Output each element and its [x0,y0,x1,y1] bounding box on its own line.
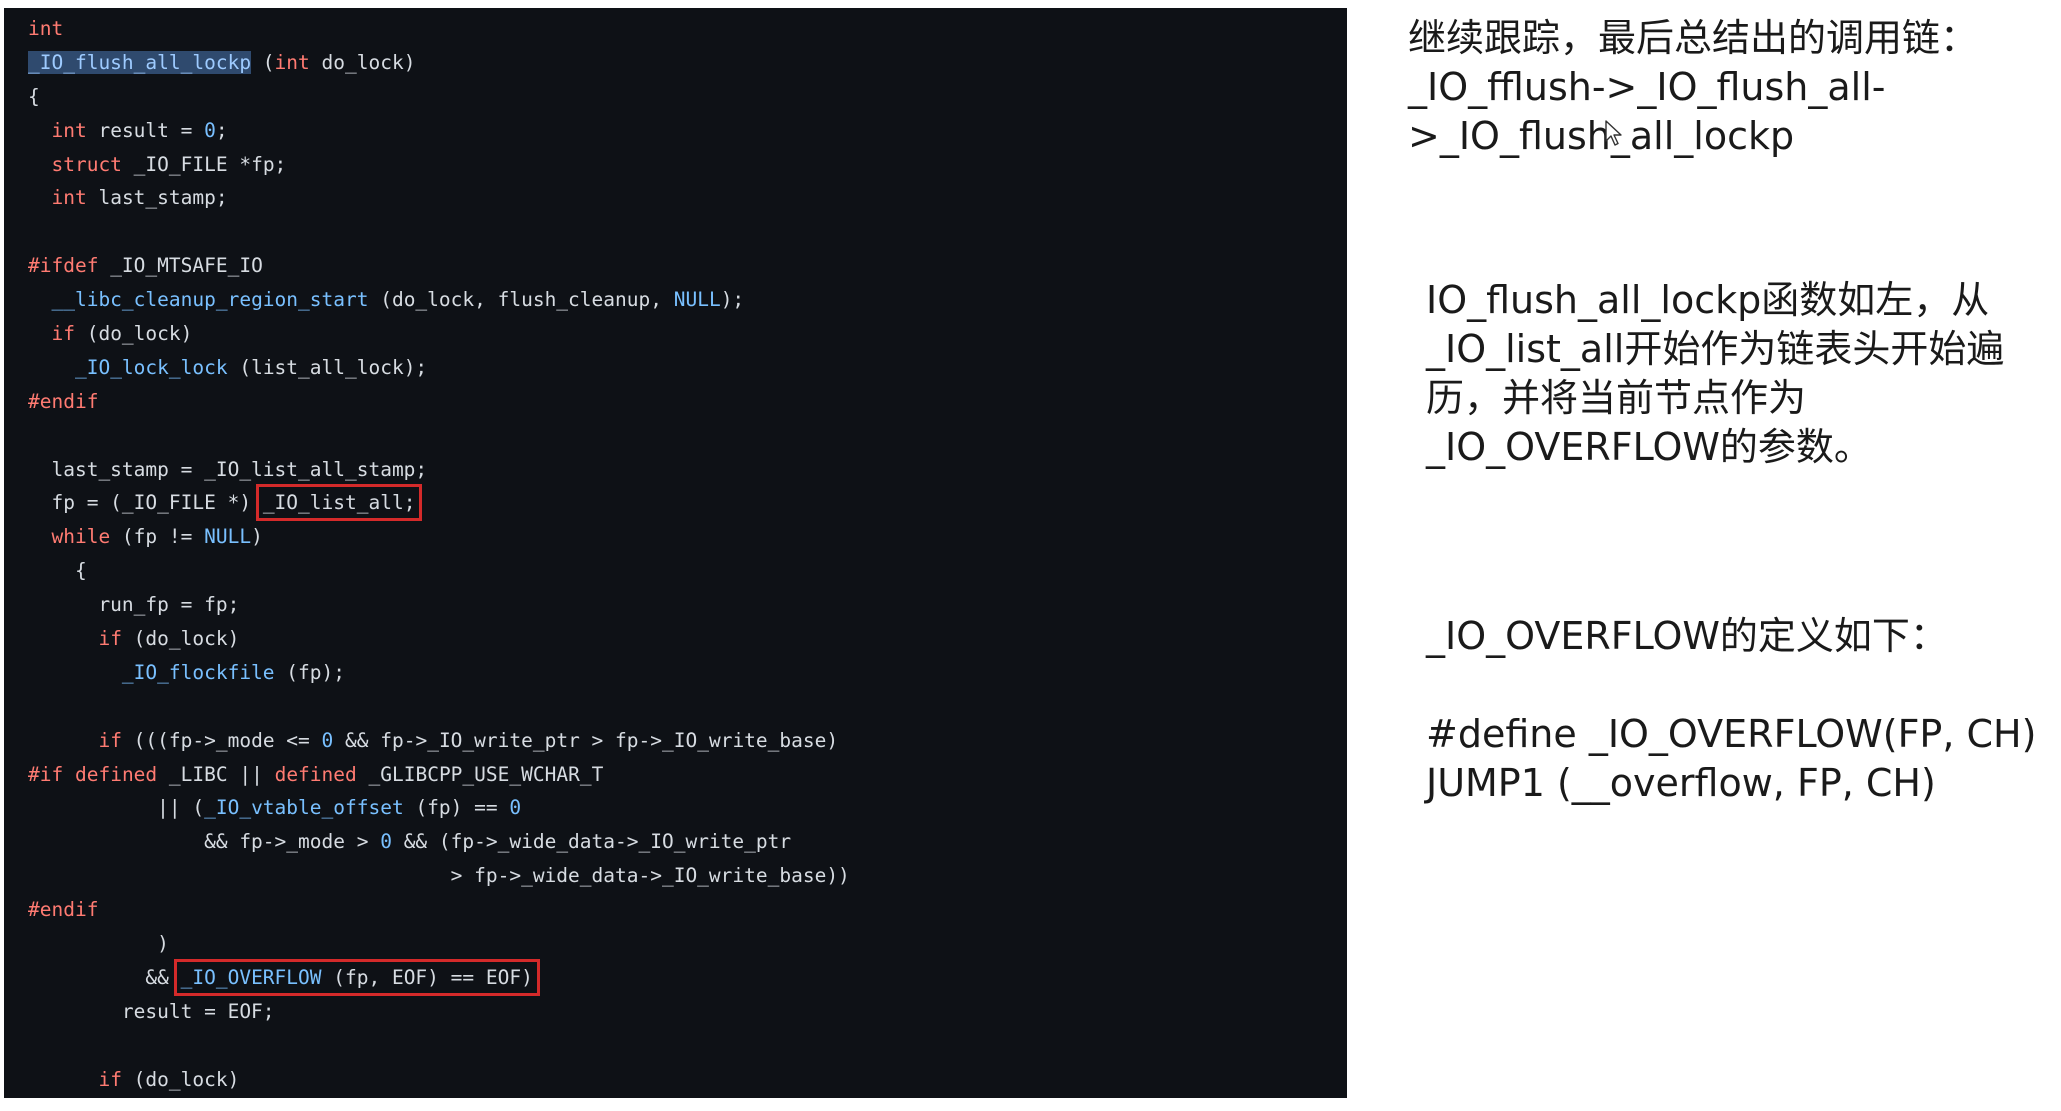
code-line [28,419,850,453]
code-line: && _IO_OVERFLOW (fp, EOF) == EOF) [28,958,540,996]
code-line: { [28,559,87,583]
code-line: result = EOF; [28,999,275,1023]
code-line: while (fp != NULL) [51,525,263,549]
highlight-box-io-overflow: _IO_OVERFLOW (fp, EOF) == EOF) [173,958,540,996]
code-line: int [28,17,64,40]
code-line: #endif [28,389,99,413]
source-code: int _IO_flush_all_lockp (int do_lock) { in… [28,12,850,1097]
notes-panel: 继续跟踪，最后总结出的调用链： _IO_fflush->_IO_flush_al… [1352,0,2061,1111]
code-line: #endif [28,898,99,922]
code-line: { [28,84,40,108]
call-chain-note: 继续跟踪，最后总结出的调用链： _IO_fflush->_IO_flush_al… [1408,16,1979,158]
code-line: #ifdef _IO_MTSAFE_IO [28,254,263,278]
code-line: run_fp = fp; [28,593,240,617]
code-line: ) [28,932,169,956]
code-line: #if defined _LIBC || defined _GLIBCPP_US… [28,762,604,786]
code-line: || (_IO_vtable_offset (fp) == 0 [28,796,522,820]
code-line: > fp->_wide_data->_IO_write_base)) [28,864,850,888]
code-line [28,215,850,249]
overflow-definition-title: _IO_OVERFLOW的定义如下： [1426,614,1948,658]
code-line: if (((fp->_mode <= 0 && fp->_IO_write_pt… [98,728,839,752]
code-line: struct _IO_FILE *fp; [51,152,287,176]
description-note: IO_flush_all_lockp函数如左，从 _IO_list_all开始作… [1426,278,2005,469]
code-line: if (do_lock) [51,322,193,346]
code-line [28,690,850,724]
mouse-cursor-icon [1605,120,1622,146]
code-line: _IO_flockfile (fp); [121,660,345,684]
code-line: int last_stamp; [51,186,228,210]
code-line: fp = (_IO_FILE *) _IO_list_all; [28,484,423,522]
code-line: if (do_lock) [98,1067,240,1091]
code-panel: int _IO_flush_all_lockp (int do_lock) { in… [4,8,1347,1098]
code-line: last_stamp = _IO_list_all_stamp; [28,457,428,481]
code-line: _IO_lock_lock (list_all_lock); [74,355,428,379]
code-line [28,1029,850,1063]
code-line: int result = 0; [51,118,228,142]
overflow-define-line: #define _IO_OVERFLOW(FP, CH) JUMP1 (__ov… [1426,712,2037,805]
code-line: && fp->_mode > 0 && (fp->_wide_data->_IO… [28,830,792,854]
code-line: if (do_lock) [98,627,240,651]
highlight-box-list-all: _IO_list_all; [255,484,423,522]
code-line: _IO_flush_all_lockp (int do_lock) [28,50,416,74]
code-line: __libc_cleanup_region_start (do_lock, fl… [51,288,745,312]
